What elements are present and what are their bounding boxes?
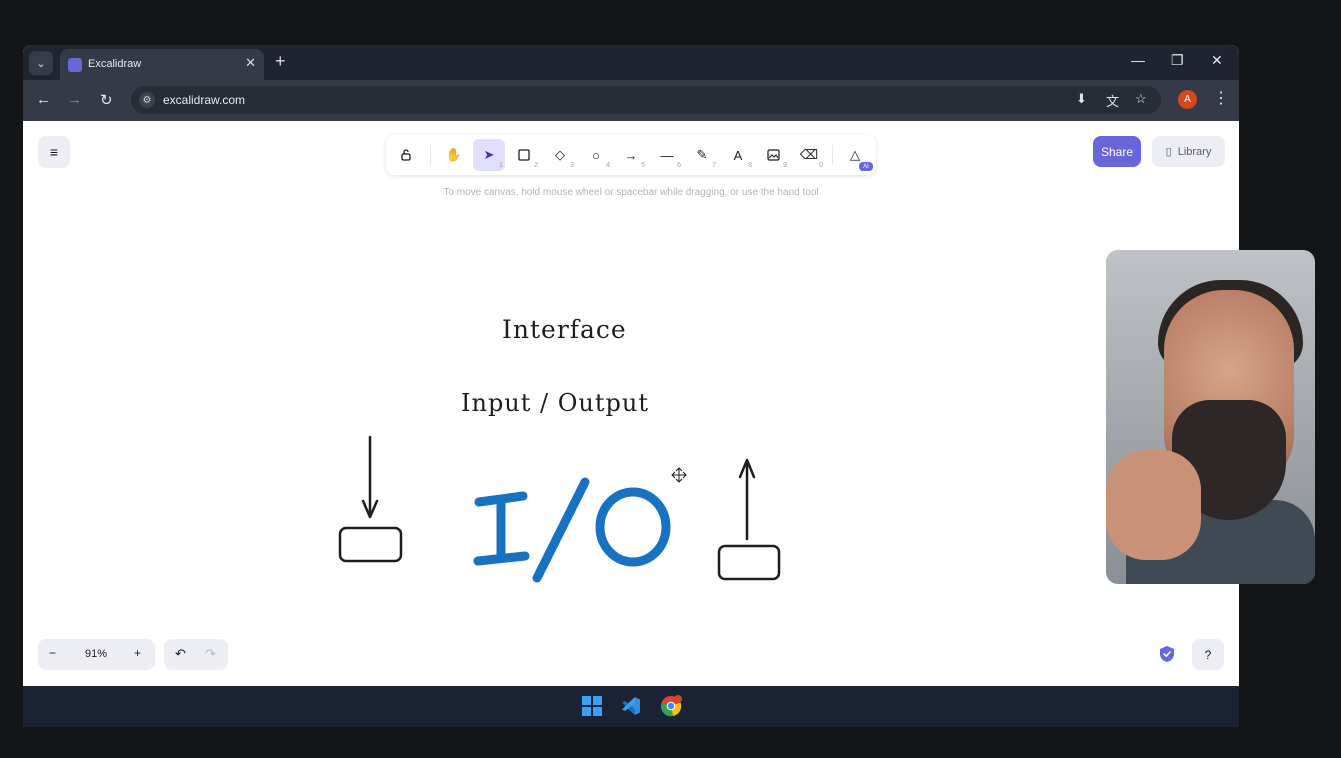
restore-button[interactable]: ❐ [1171, 52, 1184, 68]
presenter-hand [1106, 450, 1201, 560]
close-window-button[interactable]: ✕ [1211, 52, 1223, 68]
forward-button[interactable]: → [67, 91, 82, 108]
io-drawing[interactable] [473, 477, 671, 583]
main-menu-button[interactable]: ≡ [38, 136, 70, 168]
tab-title: Excalidraw [88, 58, 142, 70]
share-button[interactable]: Share [1093, 136, 1141, 167]
redo-icon[interactable]: ↷ [205, 646, 216, 661]
ai-badge: AI [859, 162, 873, 171]
tab-excalidraw[interactable]: Excalidraw ✕ [60, 49, 264, 80]
new-tab-button[interactable]: + [275, 51, 286, 71]
windows-taskbar [23, 686, 1239, 727]
interface-text[interactable]: Interface [502, 315, 627, 344]
undo-redo-controls: ↶ ↷ [164, 639, 228, 670]
vscode-icon[interactable] [617, 692, 645, 720]
browser-window: ⌄ Excalidraw ✕ + — ❐ ✕ ← → ↻ ⚙ excalidra… [23, 45, 1239, 686]
move-cursor-icon [671, 467, 687, 483]
arrow-tool-icon[interactable]: →5 [624, 147, 646, 170]
reload-button[interactable]: ↻ [100, 92, 113, 109]
right-box[interactable] [717, 544, 781, 581]
left-box[interactable] [338, 526, 403, 563]
up-arrow[interactable] [738, 458, 756, 541]
extra-tools-icon[interactable]: △AI [839, 139, 873, 171]
tab-search-button[interactable]: ⌄ [29, 51, 53, 75]
draw-tool-icon[interactable]: ✎7 [696, 147, 716, 169]
zoom-level[interactable]: 91% [85, 648, 108, 660]
help-button[interactable]: ? [1192, 639, 1224, 670]
browser-menu-icon[interactable]: ⋮ [1213, 90, 1229, 107]
url-text: excalidraw.com [163, 93, 246, 107]
tab-bar: ⌄ Excalidraw ✕ + — ❐ ✕ [23, 45, 1239, 80]
input-output-text[interactable]: Input / Output [461, 389, 649, 417]
line-tool-icon[interactable]: —6 [660, 147, 682, 170]
toolbar-divider [832, 145, 833, 165]
chrome-icon[interactable] [657, 692, 685, 720]
ellipse-tool-icon[interactable]: ○4 [592, 147, 610, 170]
library-button[interactable]: ▯ Library [1152, 136, 1225, 167]
zoom-in-button[interactable]: + [134, 646, 142, 660]
zoom-out-button[interactable]: − [49, 646, 57, 660]
rectangle-tool-icon[interactable]: 2 [508, 139, 540, 171]
translate-icon[interactable]: 文 [1106, 94, 1120, 109]
zoom-controls: − 91% + [38, 639, 155, 670]
install-app-icon[interactable]: ⬇ [1076, 91, 1087, 106]
eraser-tool-icon[interactable]: ⌫0 [799, 147, 823, 169]
canvas-hint: To move canvas, hold mouse wheel or spac… [443, 187, 819, 198]
profile-avatar[interactable]: A [1178, 90, 1197, 109]
down-arrow[interactable] [361, 435, 379, 519]
site-info-icon[interactable]: ⚙ [139, 92, 155, 108]
hand-tool-icon[interactable]: ✋ [445, 147, 463, 162]
image-tool-icon[interactable]: 9 [757, 139, 789, 171]
library-label: Library [1177, 145, 1212, 158]
minimize-button[interactable]: — [1131, 52, 1145, 68]
bookmark-star-icon[interactable]: ☆ [1135, 91, 1147, 106]
shield-icon[interactable] [1159, 645, 1175, 663]
toolbar-divider [430, 145, 431, 165]
drawing-layer [338, 435, 781, 583]
windows-start-icon[interactable] [578, 692, 606, 720]
tab-close-icon[interactable]: ✕ [245, 55, 256, 70]
browser-toolbar: ← → ↻ ⚙ excalidraw.com ⬇ 文 ☆ A ⋮ [23, 80, 1239, 121]
lock-tool-icon[interactable] [390, 139, 422, 171]
address-bar[interactable]: ⚙ excalidraw.com [131, 86, 1161, 114]
diamond-tool-icon[interactable]: ◇3 [555, 147, 574, 169]
book-icon: ▯ [1165, 146, 1172, 158]
undo-icon[interactable]: ↶ [175, 646, 186, 661]
excalidraw-favicon-icon [68, 58, 82, 72]
selection-tool-icon[interactable]: ➤1 [473, 139, 505, 171]
webcam-overlay [1106, 250, 1315, 584]
back-button[interactable]: ← [36, 91, 51, 108]
